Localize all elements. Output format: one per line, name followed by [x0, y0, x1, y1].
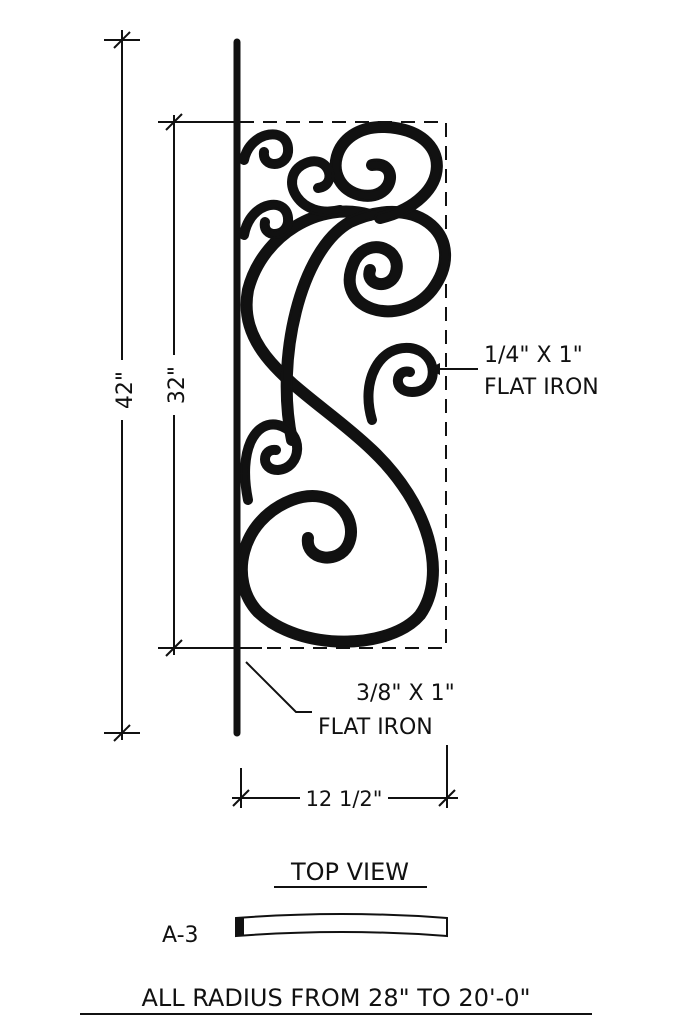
- scrollwork: [235, 120, 451, 648]
- dimension-panel-height: 32": [158, 113, 262, 657]
- top-view-title: TOP VIEW: [290, 858, 409, 886]
- s-curve: [235, 205, 439, 648]
- top-view-label: A-3: [162, 923, 199, 948]
- right-middle-scroll: [363, 342, 438, 425]
- small-scroll-top-left: [239, 129, 293, 169]
- top-view-curved-bar: [235, 913, 448, 938]
- lower-left-scroll: [240, 419, 303, 505]
- post-material-type: FLAT IRON: [318, 715, 433, 740]
- scroll-material-type: FLAT IRON: [484, 375, 599, 400]
- dimension-12-5-label: 12 1/2": [306, 787, 383, 811]
- panel-outline: [240, 121, 447, 649]
- footer-note: ALL RADIUS FROM 28" TO 20'-0": [80, 984, 592, 1015]
- top-arc-scroll: [329, 120, 443, 224]
- dimension-32-label: 32": [165, 366, 190, 404]
- callout-scroll-material: 1/4" X 1" FLAT IRON: [428, 343, 599, 400]
- callout-post-material: 3/8" X 1" FLAT IRON: [245, 661, 455, 740]
- small-scroll-left-upper: [239, 199, 293, 240]
- top-view: TOP VIEW A-3: [162, 858, 448, 948]
- small-scroll-mid-top: [287, 156, 345, 217]
- dimension-42-label: 42": [113, 371, 138, 409]
- dimension-overall-height: 42": [104, 30, 140, 742]
- dimension-panel-width: 12 1/2": [232, 745, 458, 811]
- scroll-material-size: 1/4" X 1": [484, 343, 583, 368]
- radius-note: ALL RADIUS FROM 28" TO 20'-0": [141, 984, 530, 1012]
- upper-right-scroll: [280, 205, 451, 446]
- post-material-size: 3/8" X 1": [356, 681, 455, 706]
